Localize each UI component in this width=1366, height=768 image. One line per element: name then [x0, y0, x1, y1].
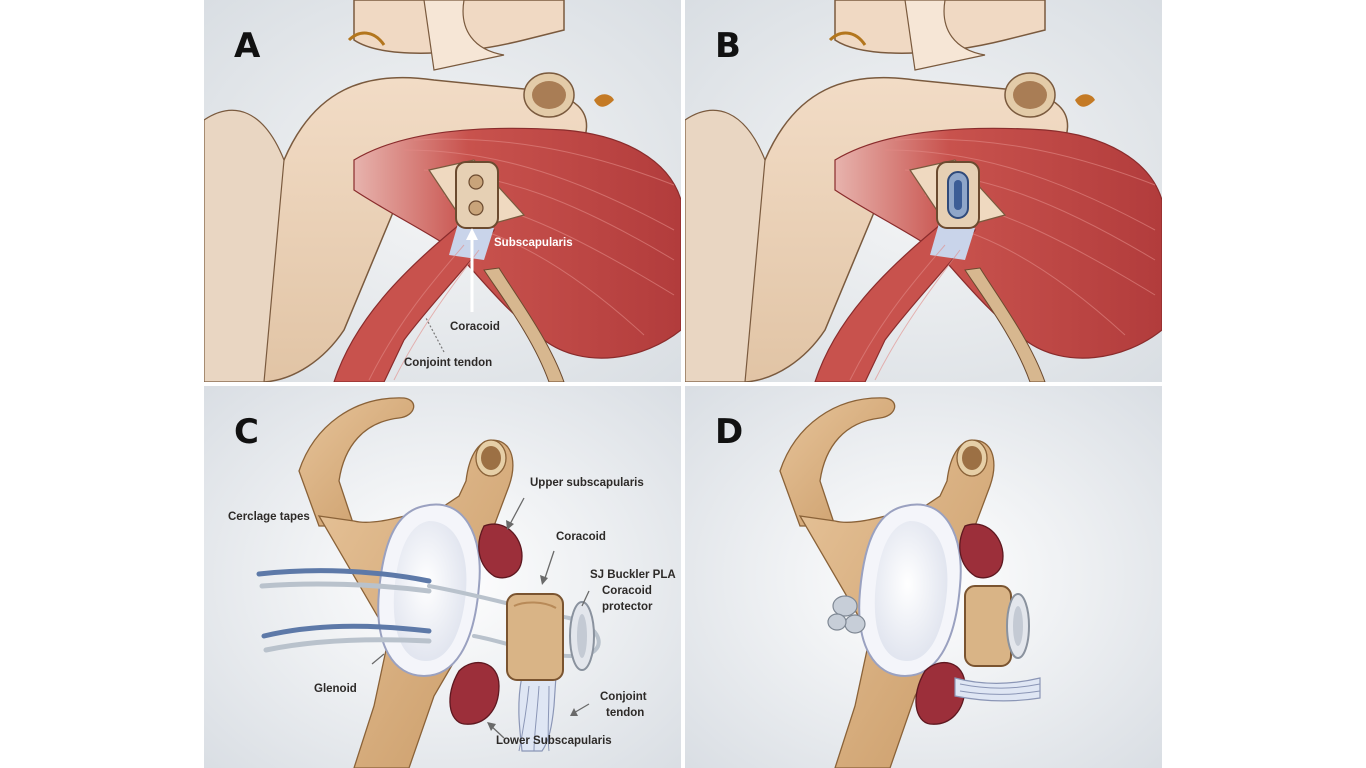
subscapularis-label: Subscapularis	[494, 237, 573, 249]
panel-d: D	[685, 386, 1162, 768]
coracoid-label: Coracoid	[556, 531, 606, 543]
sj-buckler-label-line2: Coracoid	[602, 585, 652, 597]
conjoint-label-line2: tendon	[606, 707, 645, 719]
cerclage-tapes-label: Cerclage tapes	[228, 511, 310, 523]
figure: A Subscapularis Coracoid Conjoint tendon	[204, 0, 1162, 768]
panel-d-letter: D	[715, 412, 744, 452]
conjoint-label-line1: Conjoint	[600, 691, 647, 703]
panel-b-illustration	[685, 0, 1162, 382]
upper-subscapularis-label: Upper subscapularis	[530, 477, 644, 489]
coracoid-label: Coracoid	[450, 321, 500, 333]
sj-buckler-label-line1: SJ Buckler PLA	[590, 569, 676, 581]
panel-c-letter: C	[234, 412, 259, 452]
panel-b-letter: B	[715, 26, 741, 66]
lower-subscapularis-label: Lower Subscapularis	[496, 735, 612, 747]
panel-a-letter: A	[234, 26, 261, 66]
panel-a: A Subscapularis Coracoid Conjoint tendon	[204, 0, 681, 382]
panel-c-illustration	[204, 386, 681, 768]
panel-c: C Cerclage tapes Upper subscapularis Cor…	[204, 386, 681, 768]
conjoint-tendon-label: Conjoint tendon	[404, 357, 493, 369]
panel-a-illustration	[204, 0, 681, 382]
panel-d-illustration	[685, 386, 1162, 768]
sj-buckler-label-line3: protector	[602, 601, 653, 613]
glenoid-label: Glenoid	[314, 683, 357, 695]
panel-b: B	[685, 0, 1162, 382]
